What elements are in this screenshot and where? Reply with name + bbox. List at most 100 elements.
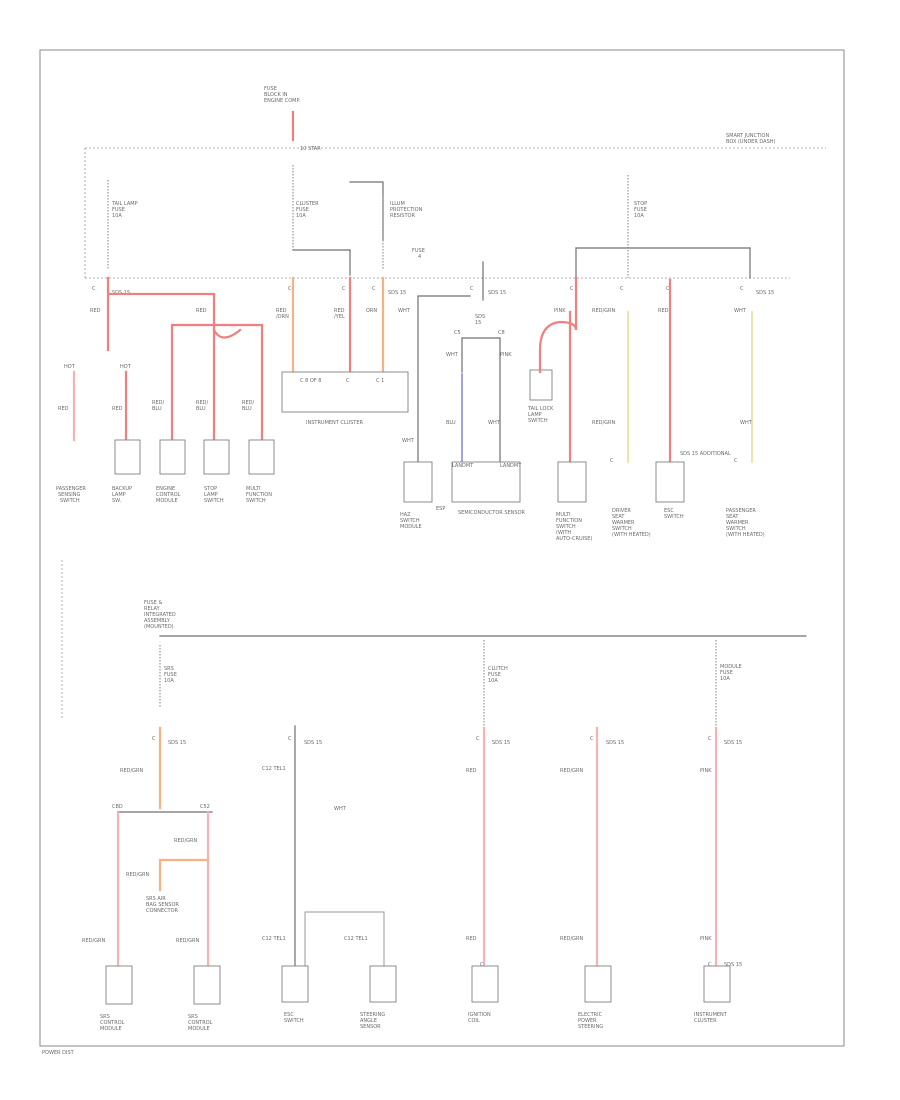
svg-text:MULTI: MULTI — [556, 512, 571, 518]
svg-text:SDS 15: SDS 15 — [304, 740, 322, 746]
svg-text:LANDMT: LANDMT — [452, 463, 474, 469]
svg-text:C: C — [152, 736, 156, 742]
svg-text:MULTI: MULTI — [246, 486, 261, 492]
svg-text:C: C — [288, 736, 292, 742]
svg-text:C 8 OF 8: C 8 OF 8 — [300, 378, 321, 384]
svg-text:CLUTCH: CLUTCH — [488, 666, 508, 672]
svg-text:BLOCK IN: BLOCK IN — [264, 92, 288, 98]
svg-text:INTEGRATED: INTEGRATED — [144, 612, 176, 618]
svg-text:BLU: BLU — [242, 406, 252, 412]
svg-text:SWITCH: SWITCH — [246, 498, 266, 504]
svg-text:C5: C5 — [454, 330, 461, 336]
svg-text:SDS 15: SDS 15 — [388, 290, 406, 296]
svg-text:PASSENGER: PASSENGER — [726, 508, 756, 514]
svg-text:RED/GRN: RED/GRN — [592, 420, 616, 426]
svg-text:15: 15 — [475, 320, 481, 326]
svg-text:WHT: WHT — [398, 308, 411, 314]
svg-text:CONTROL: CONTROL — [188, 1020, 213, 1026]
svg-text:C: C — [288, 286, 292, 292]
svg-text:4: 4 — [418, 254, 421, 260]
svg-text:CLUSTER: CLUSTER — [694, 1018, 717, 1024]
svg-text:SENSOR: SENSOR — [360, 1024, 381, 1030]
svg-text:CONTROL: CONTROL — [156, 492, 181, 498]
svg-text:C12 TEL1: C12 TEL1 — [262, 766, 286, 772]
svg-text:MODULE: MODULE — [156, 498, 178, 504]
svg-text:CONNECTOR: CONNECTOR — [146, 908, 179, 914]
svg-text:WHT: WHT — [734, 308, 747, 314]
svg-text:/ORN: /ORN — [276, 314, 289, 320]
page-mark: POWER DIST — [42, 1050, 75, 1056]
svg-text:C: C — [708, 962, 712, 968]
svg-text:SW.: SW. — [112, 498, 122, 504]
svg-text:WARMER: WARMER — [726, 520, 749, 526]
svg-text:STEERING: STEERING — [578, 1024, 603, 1030]
svg-text:BLU: BLU — [152, 406, 162, 412]
svg-text:RED/GRN: RED/GRN — [592, 308, 616, 314]
svg-text:SWITCH: SWITCH — [60, 498, 80, 504]
svg-text:BLU: BLU — [446, 420, 456, 426]
svg-text:SWITCH: SWITCH — [204, 498, 224, 504]
svg-text:WHT: WHT — [334, 806, 347, 812]
svg-text:C8: C8 — [498, 330, 505, 336]
svg-text:COIL: COIL — [468, 1018, 480, 1024]
svg-text:RED: RED — [466, 936, 477, 942]
svg-text:SEMICONDUCTOR SENSOR: SEMICONDUCTOR SENSOR — [458, 510, 526, 516]
svg-text:SRS AIR: SRS AIR — [146, 896, 166, 902]
svg-text:C12 TEL1: C12 TEL1 — [344, 936, 368, 942]
svg-text:RED: RED — [196, 308, 207, 314]
svg-text:SWITCH: SWITCH — [726, 526, 746, 532]
svg-text:CBD: CBD — [112, 804, 123, 810]
svg-text:/YEL: /YEL — [334, 314, 345, 320]
svg-text:RED/GRN: RED/GRN — [82, 938, 106, 944]
svg-text:C: C — [610, 458, 614, 464]
svg-text:(WITH HEATED): (WITH HEATED) — [612, 532, 651, 538]
svg-text:SDS 15: SDS 15 — [724, 962, 742, 968]
svg-text:(WITH HEATED): (WITH HEATED) — [726, 532, 765, 538]
svg-text:10A: 10A — [112, 213, 122, 219]
svg-text:10A: 10A — [720, 676, 730, 682]
svg-text:HOT: HOT — [120, 364, 132, 370]
svg-text:BAG SENSOR: BAG SENSOR — [146, 902, 179, 908]
svg-text:RED/GRN: RED/GRN — [560, 936, 584, 942]
svg-text:ENGINE: ENGINE — [156, 486, 175, 492]
svg-text:FUSE: FUSE — [488, 672, 501, 678]
svg-text:POWER: POWER — [578, 1018, 597, 1024]
svg-text:WARMER: WARMER — [612, 520, 635, 526]
svg-text:STOP: STOP — [204, 486, 217, 492]
svg-text:C12 TEL1: C12 TEL1 — [262, 936, 286, 942]
svg-text:RED: RED — [112, 406, 123, 412]
svg-text:LAMP: LAMP — [528, 412, 542, 418]
svg-text:SWITCH: SWITCH — [612, 526, 632, 532]
svg-text:CONTROL: CONTROL — [100, 1020, 125, 1026]
svg-text:SDS 15 ADDITIONAL: SDS 15 ADDITIONAL — [680, 451, 731, 457]
svg-text:FUSE: FUSE — [264, 86, 277, 92]
svg-text:FUSE: FUSE — [164, 672, 177, 678]
svg-text:ELECTRIC: ELECTRIC — [578, 1012, 603, 1018]
svg-text:SWITCH: SWITCH — [528, 418, 548, 424]
svg-text:RED/: RED/ — [152, 400, 164, 406]
svg-text:SRS: SRS — [164, 666, 174, 672]
svg-text:RED/: RED/ — [242, 400, 254, 406]
svg-text:C 1: C 1 — [376, 378, 384, 384]
svg-text:INSTRUMENT: INSTRUMENT — [694, 1012, 728, 1018]
svg-text:C52: C52 — [200, 804, 210, 810]
svg-text:SDS 15: SDS 15 — [492, 740, 510, 746]
svg-text:C: C — [666, 286, 670, 292]
svg-text:INSTRUMENT CLUSTER: INSTRUMENT CLUSTER — [306, 420, 364, 426]
svg-text:SDS 15: SDS 15 — [168, 740, 186, 746]
svg-text:ILLUM: ILLUM — [390, 201, 405, 207]
svg-text:10A: 10A — [164, 678, 174, 684]
svg-text:RED/GRN: RED/GRN — [126, 872, 150, 878]
svg-text:WHT: WHT — [446, 352, 459, 358]
svg-text:BLU: BLU — [196, 406, 206, 412]
svg-text:AUTO-CRUISE): AUTO-CRUISE) — [556, 536, 592, 542]
svg-text:ESC: ESC — [664, 508, 674, 514]
